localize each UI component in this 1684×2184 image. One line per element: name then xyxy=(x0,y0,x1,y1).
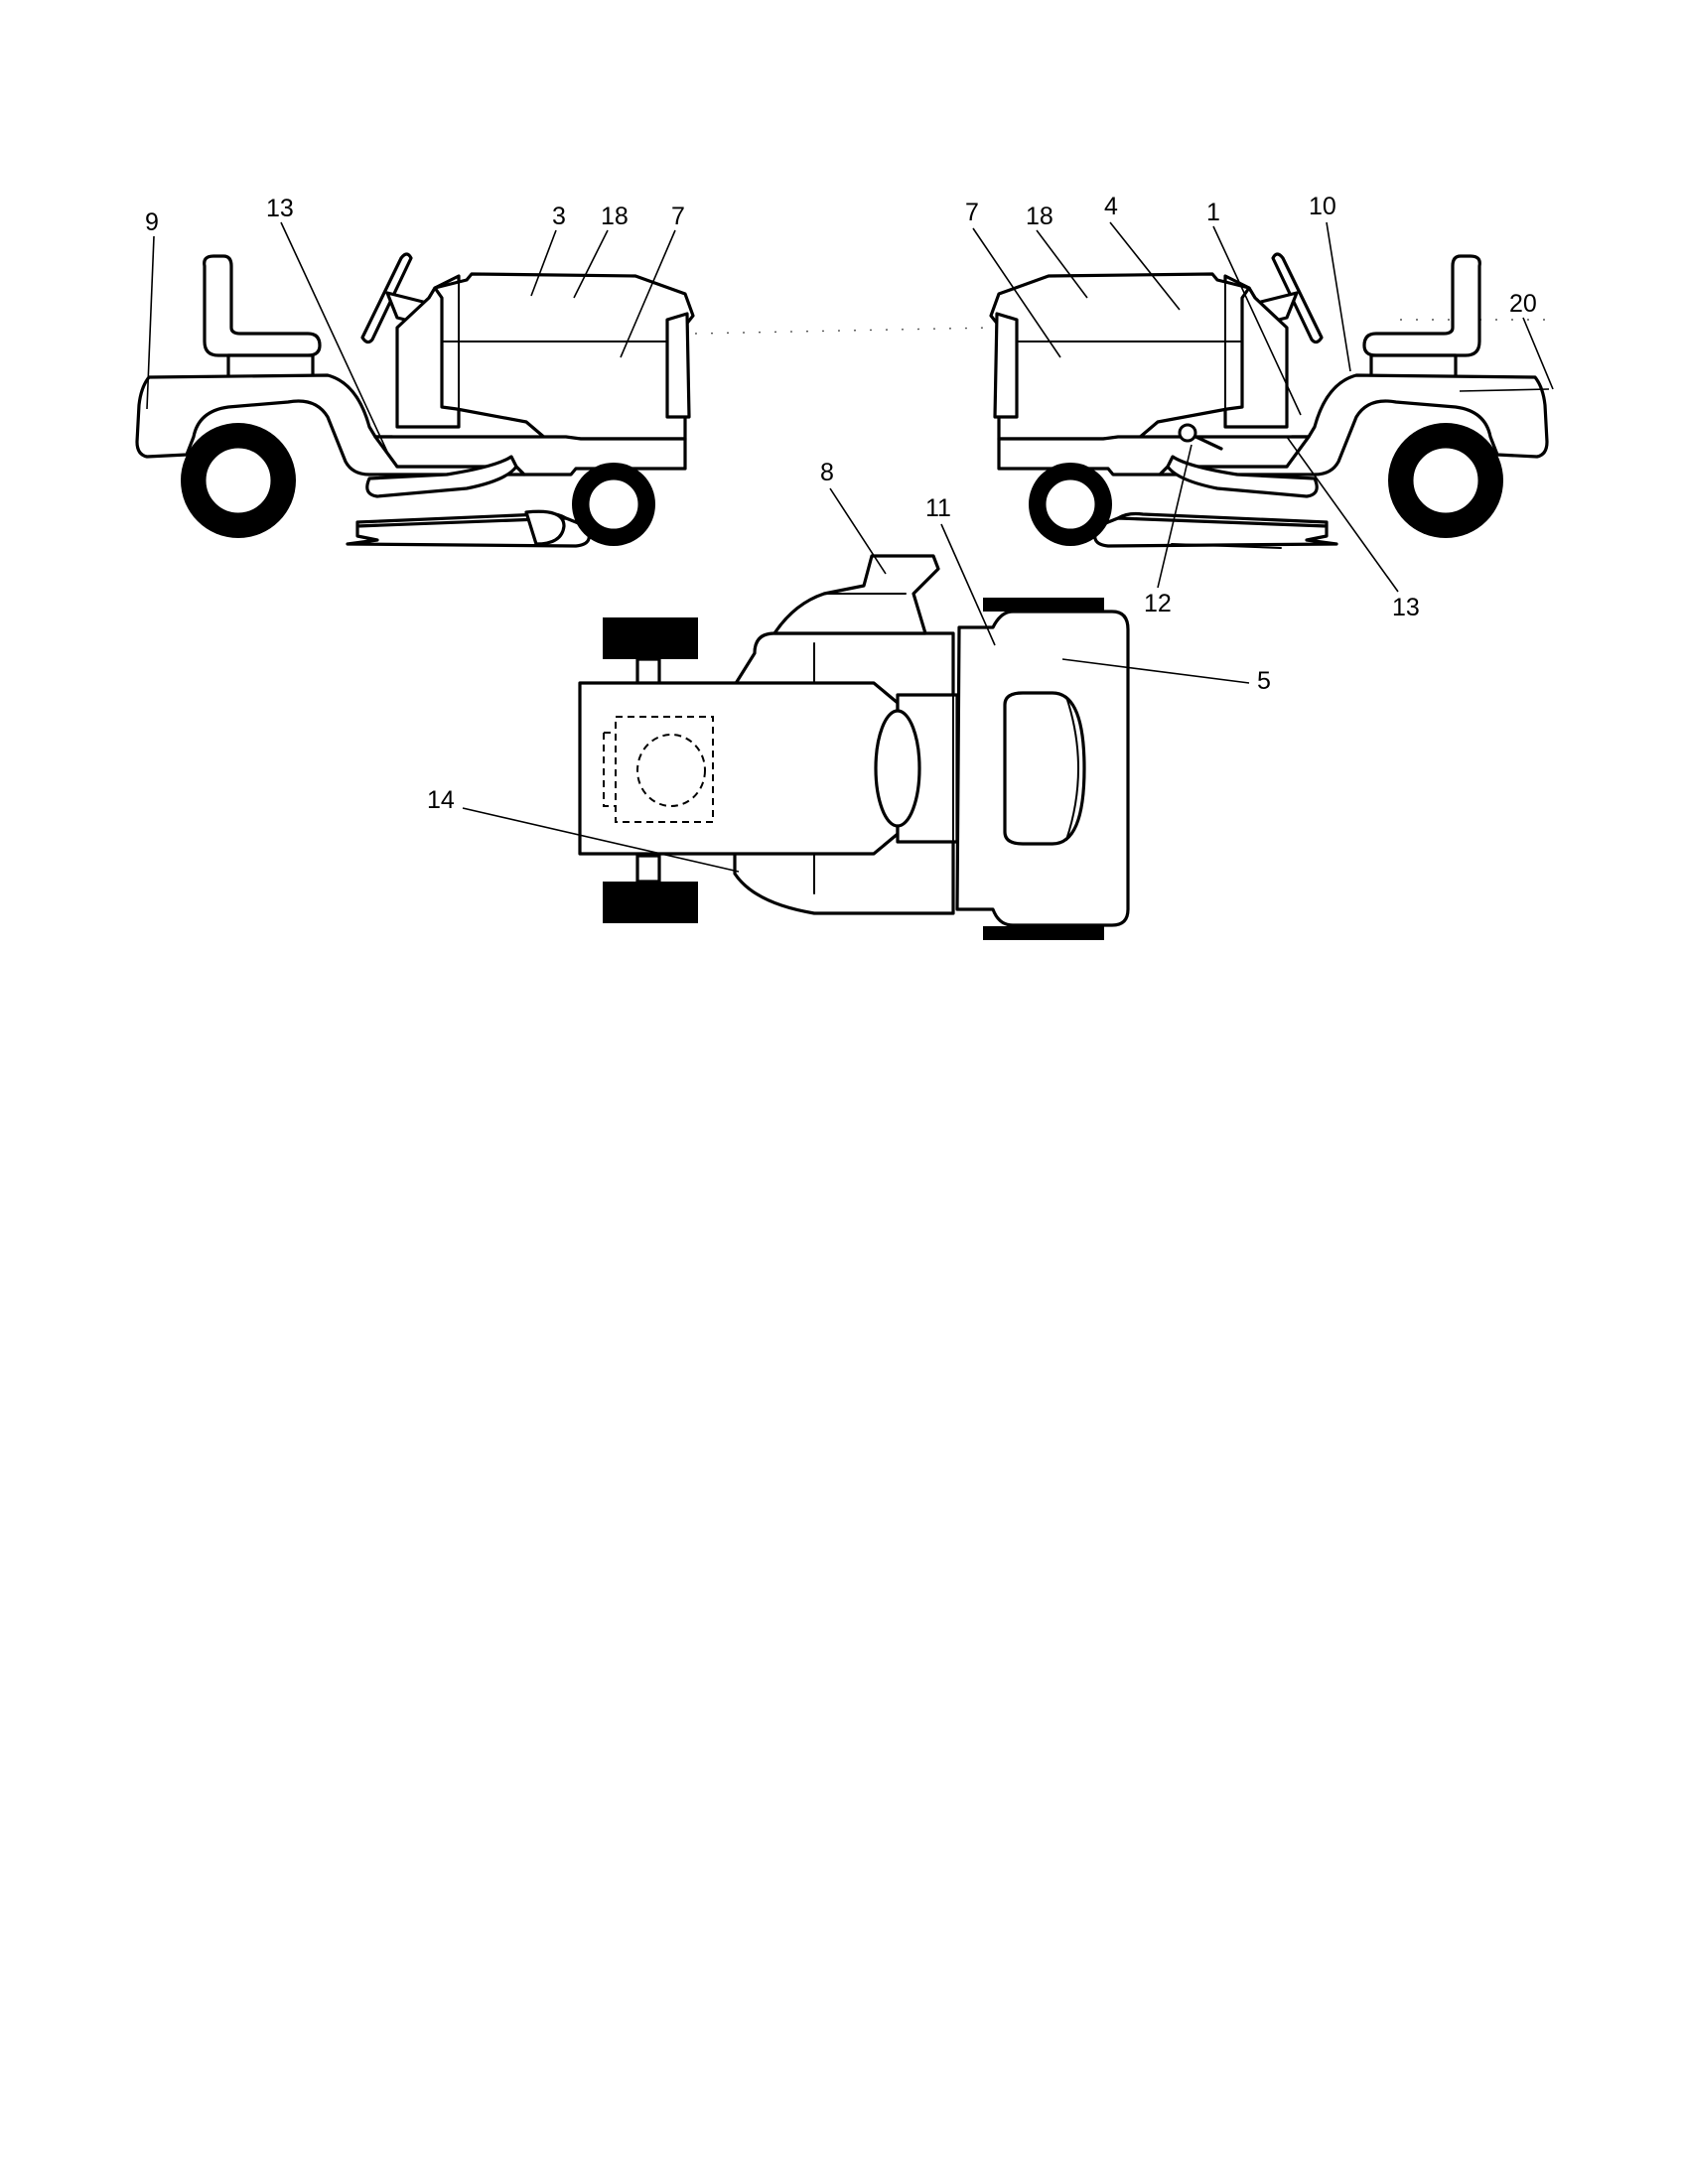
callout-4-right: 4 xyxy=(1104,193,1118,220)
front-tire-top-lower xyxy=(603,882,698,923)
callout-18-right: 18 xyxy=(1026,203,1053,230)
callout-5-top: 5 xyxy=(1257,667,1271,695)
footrest-left xyxy=(365,455,518,498)
callout-1-right: 1 xyxy=(1206,199,1220,226)
rear-tire-left xyxy=(181,423,296,538)
engine-outline-top xyxy=(615,716,714,823)
callout-18-left: 18 xyxy=(601,203,629,230)
front-tire-right xyxy=(1029,463,1112,546)
front-tire-top-upper xyxy=(603,617,698,659)
callout-20-right: 20 xyxy=(1509,290,1537,318)
hood-top xyxy=(578,681,900,856)
hood-right xyxy=(989,272,1251,441)
callout-10-right: 10 xyxy=(1309,193,1336,220)
tractor-top-view xyxy=(578,554,1130,940)
callouts-left-view: 9 13 3 18 7 xyxy=(145,195,685,453)
rear-tire-top-lower xyxy=(983,926,1104,940)
lift-lever-right xyxy=(1178,423,1223,451)
rear-tire-right xyxy=(1388,423,1503,538)
seat-right xyxy=(1362,254,1481,379)
rear-fender-right xyxy=(1158,373,1549,477)
hood-left xyxy=(433,272,695,441)
callout-7-left: 7 xyxy=(671,203,685,230)
callout-11-top: 11 xyxy=(925,494,951,522)
tractor-left-side-view xyxy=(135,252,695,548)
grille-left xyxy=(665,312,691,419)
front-tire-left xyxy=(572,463,655,546)
callout-13-left: 13 xyxy=(266,195,294,222)
seat-left xyxy=(203,254,322,379)
grille-right xyxy=(993,312,1019,419)
callout-3-left: 3 xyxy=(552,203,566,230)
footrest-right xyxy=(1166,455,1319,498)
tractor-right-side-view xyxy=(989,252,1549,549)
callout-14-top: 14 xyxy=(427,786,455,814)
seat-top xyxy=(1003,691,1086,846)
callout-8-top: 8 xyxy=(820,459,834,486)
callout-13-right: 13 xyxy=(1392,594,1420,621)
callout-9-left: 9 xyxy=(145,208,159,236)
callout-12-right: 12 xyxy=(1144,590,1172,617)
rear-tire-top-upper xyxy=(983,598,1104,612)
callouts-top-view: 8 11 5 14 xyxy=(427,459,1271,873)
callouts-right-view: 7 18 4 1 10 20 12 13 xyxy=(965,193,1554,621)
mower-deck-right xyxy=(1093,511,1338,548)
callout-7-right: 7 xyxy=(965,199,979,226)
rear-fender-left xyxy=(135,373,526,477)
